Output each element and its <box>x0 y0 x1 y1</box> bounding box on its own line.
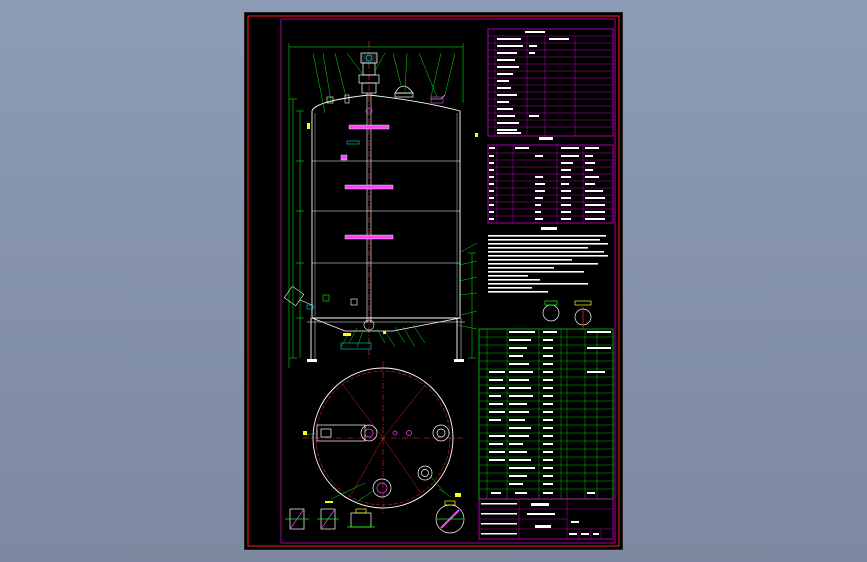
detail-view-1 <box>285 508 309 530</box>
side-inlet-nozzle <box>283 285 358 307</box>
parts-list-table <box>478 328 614 500</box>
cone-bottom <box>311 317 461 332</box>
part-leaders-right <box>456 242 478 330</box>
detail-view-3 <box>347 508 375 528</box>
annotation-marks <box>307 123 478 336</box>
accent-details <box>306 140 372 350</box>
drawing-sheet <box>244 12 623 550</box>
title-block <box>478 498 614 540</box>
vertical-dimensions <box>289 98 476 359</box>
detail-sections-right <box>542 300 592 329</box>
plan-nozzles <box>372 424 450 498</box>
plan-motor-mount <box>316 424 378 442</box>
agitator-motor <box>358 52 380 94</box>
manhole-cover <box>394 85 414 98</box>
front-elevation-view <box>283 41 478 368</box>
technical-requirements <box>488 227 608 293</box>
plan-view <box>303 361 463 513</box>
cad-drawing <box>247 15 620 547</box>
detail-view-4 <box>435 500 465 534</box>
vessel-shell <box>311 94 461 319</box>
detail-views <box>285 300 592 534</box>
drawing-border <box>247 15 620 547</box>
technical-characteristics-table <box>487 28 614 137</box>
part-leaders-top <box>312 52 456 114</box>
drawing-inner-frame <box>280 18 616 544</box>
agitator-blades <box>340 124 394 240</box>
part-leaders-bottom <box>340 324 426 348</box>
nozzle-table <box>487 137 614 224</box>
detail-view-2 <box>317 508 339 530</box>
